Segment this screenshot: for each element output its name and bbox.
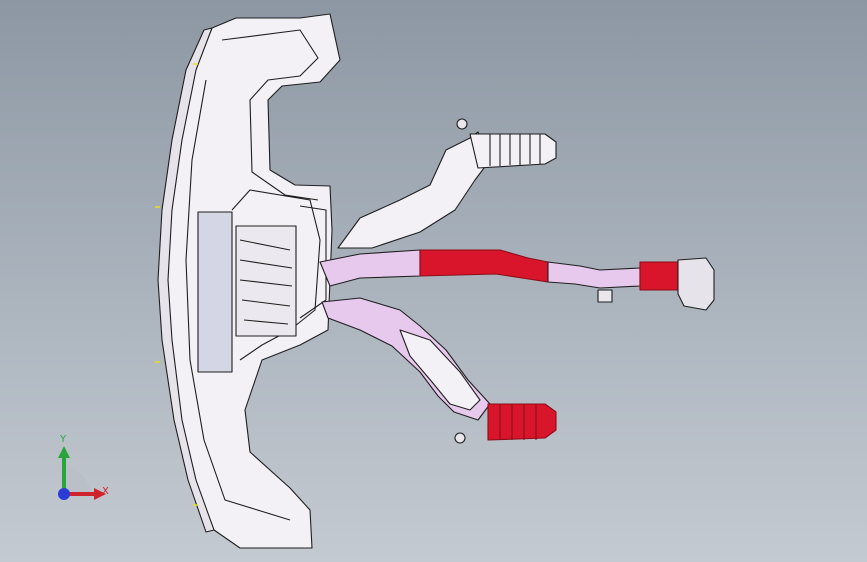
axis-triad: Y X [44, 434, 124, 512]
upper-duct[interactable] [337, 131, 491, 249]
upper-outlet-ribs [489, 134, 541, 166]
center-duct-connector[interactable] [639, 261, 679, 291]
lower-duct-white-section[interactable] [399, 329, 481, 411]
lower-outlet-corrugated[interactable] [487, 403, 557, 441]
panel-vent-cutout [197, 211, 233, 373]
triad-plane-arc [64, 468, 90, 494]
panel-front-lip [157, 27, 215, 533]
center-duct-lavender[interactable] [319, 249, 421, 287]
upper-outlet-corrugated[interactable] [469, 133, 557, 169]
lower-outlet-ribs [499, 404, 537, 440]
center-duct-tail[interactable] [547, 261, 641, 289]
y-axis-arrowhead [58, 446, 70, 458]
center-duct-highlighted[interactable] [419, 249, 549, 283]
center-duct-bracket[interactable] [597, 289, 613, 303]
panel-inner-contour [185, 29, 321, 521]
upper-mount-clip[interactable] [456, 118, 468, 130]
x-axis-label: X [102, 486, 109, 497]
z-axis-origin [58, 488, 70, 500]
center-outlet-nozzle[interactable] [677, 257, 715, 311]
lower-mount-clip[interactable] [454, 432, 466, 444]
panel-detail-lines [239, 205, 327, 325]
x-axis-arrowhead [94, 488, 106, 500]
y-axis-label: Y [60, 434, 67, 445]
